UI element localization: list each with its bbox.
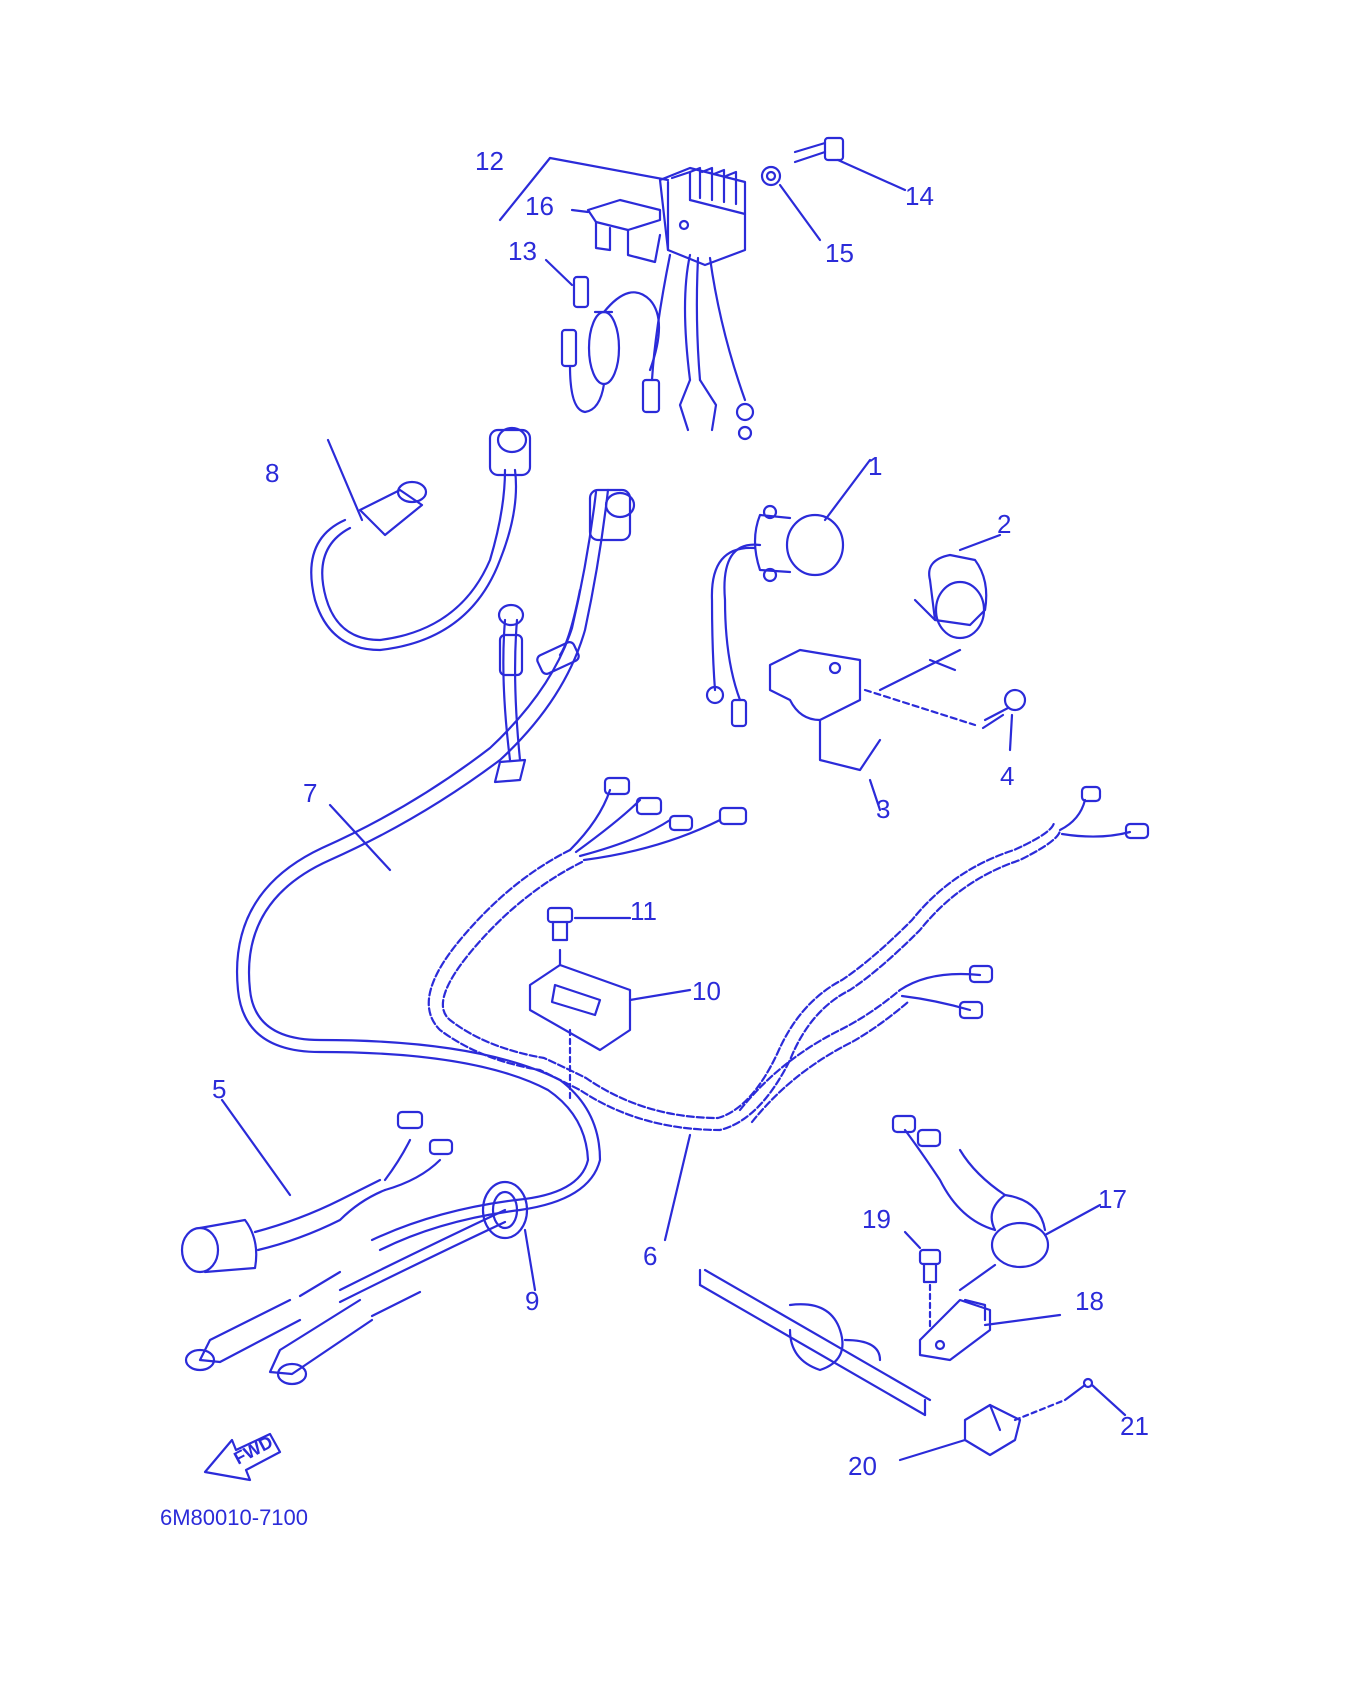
wire-harness [427,820,1062,1132]
callout-20: 20 [848,1451,877,1481]
callout-5: 5 [212,1074,226,1104]
battery-cable [310,426,532,652]
rectifier-regulator-assembly [498,136,907,441]
callout-17: 17 [1098,1184,1127,1214]
wire-harness-leads [568,776,1150,1242]
callout-15: 15 [825,238,854,268]
forward-arrow-icon [203,1432,282,1482]
switch-lead-assembly [180,1098,454,1274]
callout-10: 10 [692,976,721,1006]
callout-9: 9 [525,1286,539,1316]
switch-assembly [698,1114,1127,1462]
callout-12: 12 [475,146,504,176]
callout-16: 16 [525,191,554,221]
callout-2: 2 [997,509,1011,539]
callout-labels: 1 2 3 4 5 6 7 8 9 10 11 12 13 14 15 16 1… [212,146,1149,1481]
callout-14: 14 [905,181,934,211]
fwd-label: FWD [230,1432,276,1469]
callout-6: 6 [643,1241,657,1271]
harness-bracket [528,906,692,1052]
callout-3: 3 [876,794,890,824]
callout-1: 1 [868,451,882,481]
starter-relay-assembly [705,458,1027,812]
part-code: 6M80010-7100 [160,1505,308,1530]
callout-7: 7 [303,778,317,808]
callout-21: 21 [1120,1411,1149,1441]
callout-18: 18 [1075,1286,1104,1316]
callout-11: 11 [630,896,657,926]
callout-19: 19 [862,1204,891,1234]
callout-8: 8 [265,458,279,488]
callout-4: 4 [1000,761,1014,791]
main-cable [184,488,636,1386]
callout-13: 13 [508,236,537,266]
